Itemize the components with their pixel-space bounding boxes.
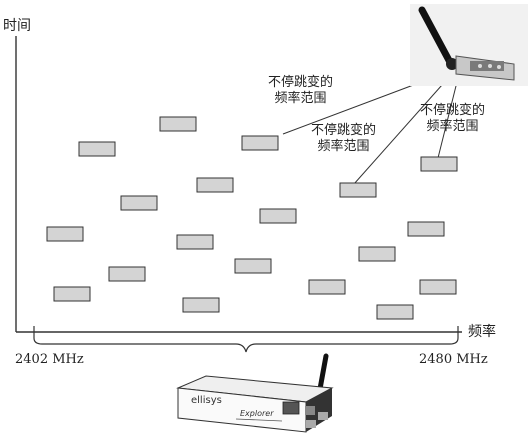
slot — [159, 116, 197, 132]
analyzer-brand: ellisys — [191, 395, 222, 406]
annotation-text-1: 不停跳变的 频率范围 — [268, 75, 334, 106]
hopping-slots — [46, 116, 458, 320]
slot — [358, 246, 396, 262]
frequency-range-brace — [33, 326, 459, 353]
x-end-label: 2480 MHz — [419, 352, 488, 367]
slot — [234, 258, 272, 274]
slot — [339, 182, 377, 198]
x-axis-title: 频率 — [468, 324, 496, 340]
slot — [259, 208, 297, 224]
slot — [176, 234, 214, 250]
slot — [120, 195, 158, 211]
annotation-text-3: 不停跳变的 频率范围 — [420, 103, 486, 134]
slot — [196, 177, 234, 193]
annotation-text-2: 不停跳变的 频率范围 — [311, 123, 377, 154]
slot — [376, 304, 414, 320]
protocol-analyzer-icon: ellisys Explorer — [176, 353, 334, 433]
slot — [78, 141, 116, 157]
slot — [419, 279, 457, 295]
slot — [46, 226, 84, 242]
slot — [241, 135, 279, 151]
slot — [53, 286, 91, 302]
analyzer-model: Explorer — [240, 409, 274, 418]
slot — [182, 297, 220, 313]
slot — [108, 266, 146, 282]
slot — [420, 156, 458, 172]
slot — [308, 279, 346, 295]
y-axis-title: 时间 — [3, 18, 31, 34]
bluetooth-dongle-icon — [410, 4, 528, 86]
slot — [407, 221, 445, 237]
x-start-label: 2402 MHz — [15, 352, 84, 367]
